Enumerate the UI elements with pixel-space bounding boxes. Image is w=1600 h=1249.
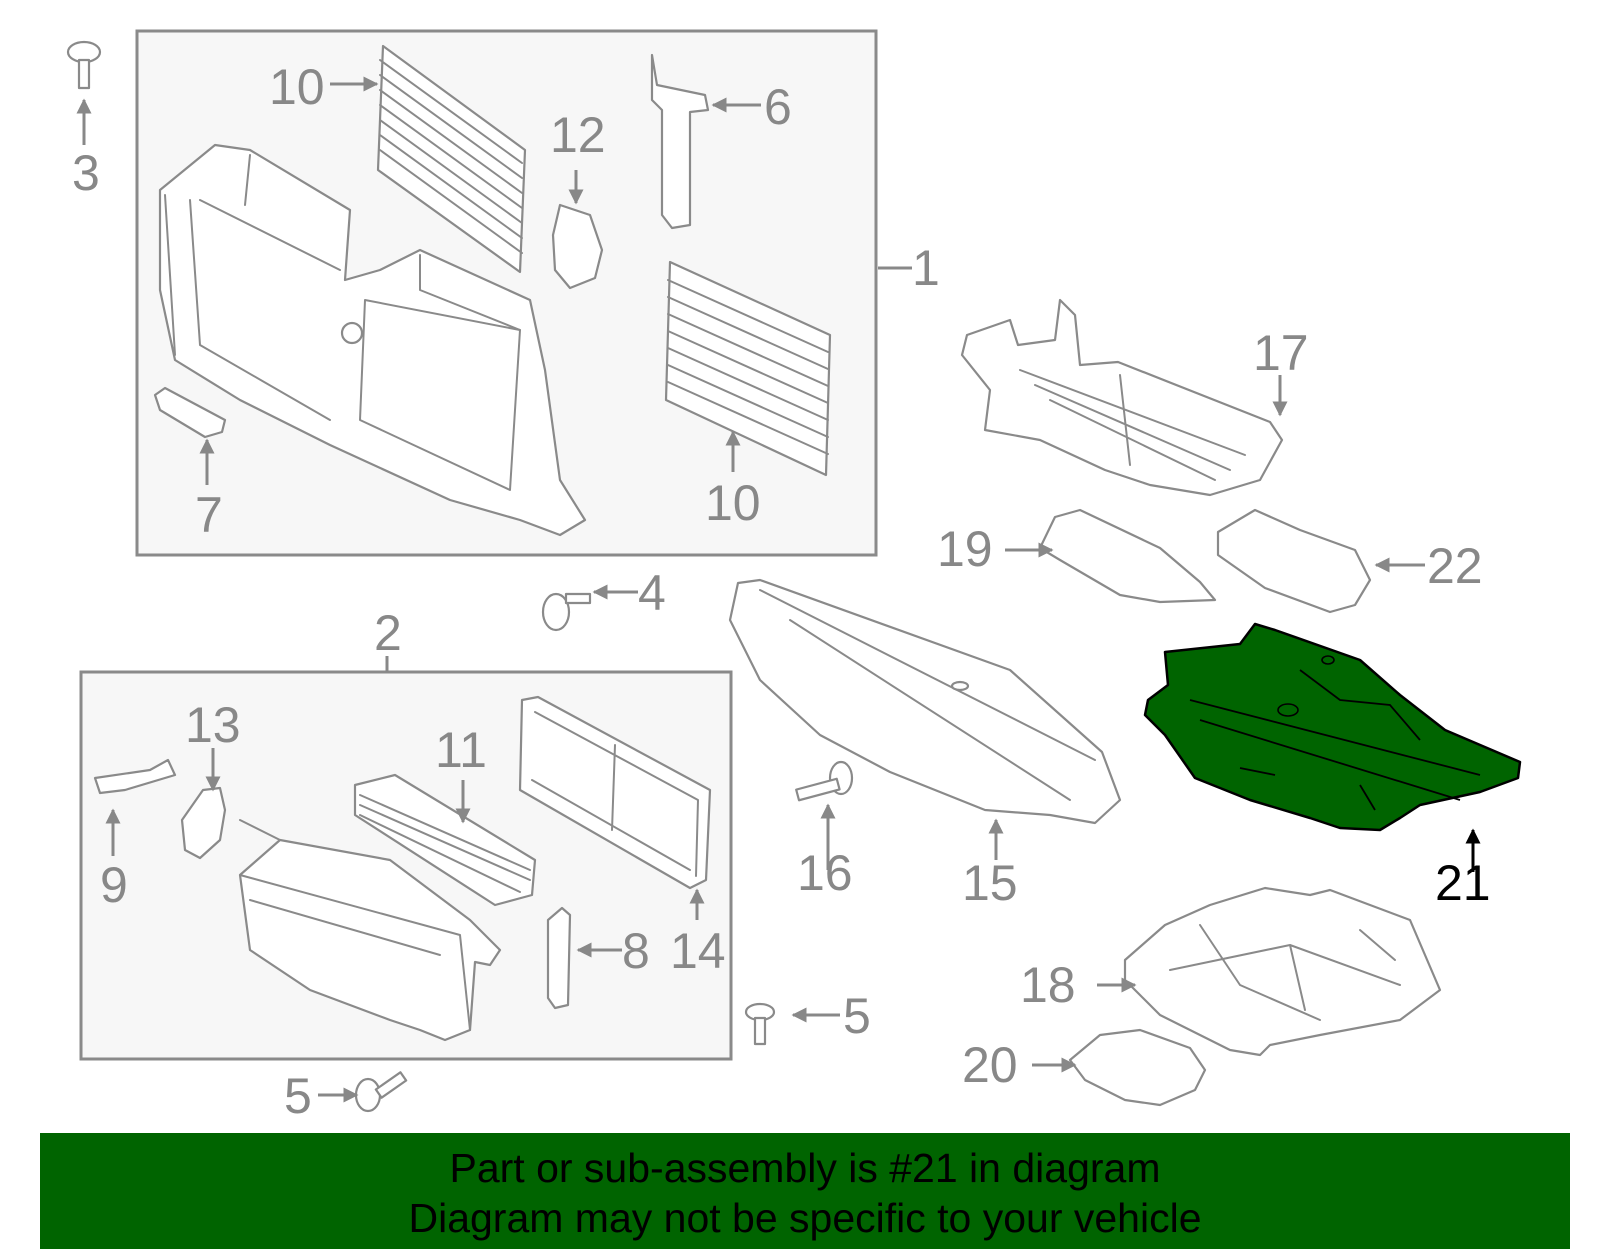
part-5-bolt-lower — [354, 1071, 408, 1113]
callout-19: 19 — [937, 521, 993, 577]
callout-17: 17 — [1253, 325, 1309, 381]
part-1-radiator-support — [158, 143, 587, 537]
callout-14: 14 — [670, 923, 726, 979]
part-3-push-pin — [66, 40, 102, 90]
banner-line-1: Part or sub-assembly is #21 in diagram — [449, 1145, 1161, 1191]
callout-10-upper: 10 — [269, 59, 325, 115]
part-7-clip — [153, 386, 227, 439]
callout-4: 4 — [638, 565, 666, 621]
part-11-shutter — [353, 773, 537, 907]
part-2-air-guide — [238, 819, 502, 1042]
leader-arrows — [76, 76, 1481, 1103]
part-4-push-pin — [541, 592, 592, 632]
callout-22: 22 — [1427, 538, 1483, 594]
callout-3: 3 — [72, 145, 100, 201]
callout-1: 1 — [912, 240, 940, 296]
callout-9: 9 — [100, 857, 128, 913]
callout-10-lower: 10 — [705, 475, 761, 531]
part-14-panel — [518, 695, 712, 890]
callout-16: 16 — [797, 845, 853, 901]
part-16-bolt — [795, 760, 854, 802]
callout-11: 11 — [435, 722, 487, 778]
callout-2: 2 — [374, 605, 402, 661]
part-19-deflector — [1038, 508, 1217, 604]
part-13-bracket — [180, 786, 227, 860]
callout-20: 20 — [962, 1037, 1018, 1093]
callout-7: 7 — [195, 487, 223, 543]
callout-5-upper: 5 — [843, 988, 871, 1044]
part-6-bracket — [650, 53, 710, 230]
callout-21: 21 — [1435, 855, 1491, 911]
callout-12: 12 — [550, 107, 606, 163]
part-12-bracket — [551, 203, 604, 290]
part-info-banner: Part or sub-assembly is #21 in diagram D… — [40, 1133, 1570, 1249]
part-9-bracket — [93, 758, 177, 795]
part-20-shield — [1068, 1028, 1207, 1107]
part-21-highlight-fill — [1143, 622, 1522, 832]
part-10-lower-shutter — [664, 260, 832, 477]
callout-18: 18 — [1020, 957, 1076, 1013]
part-15-air-deflector — [728, 578, 1122, 825]
part-18-skid-plate — [1123, 886, 1442, 1057]
callout-13: 13 — [185, 697, 241, 753]
banner-line-2: Diagram may not be specific to your vehi… — [408, 1195, 1202, 1241]
part-10-upper-shutter — [376, 44, 527, 274]
callout-15: 15 — [962, 855, 1018, 911]
callout-6: 6 — [764, 79, 792, 135]
part-21-splash-shield — [1143, 622, 1522, 832]
callout-8: 8 — [622, 923, 650, 979]
part-8-bracket — [546, 906, 572, 1010]
part-5-bolt-upper — [744, 1002, 776, 1046]
callout-5-lower: 5 — [284, 1068, 312, 1124]
part-22-deflector — [1216, 508, 1372, 614]
part-17-skid-plate-bracket — [960, 298, 1284, 497]
